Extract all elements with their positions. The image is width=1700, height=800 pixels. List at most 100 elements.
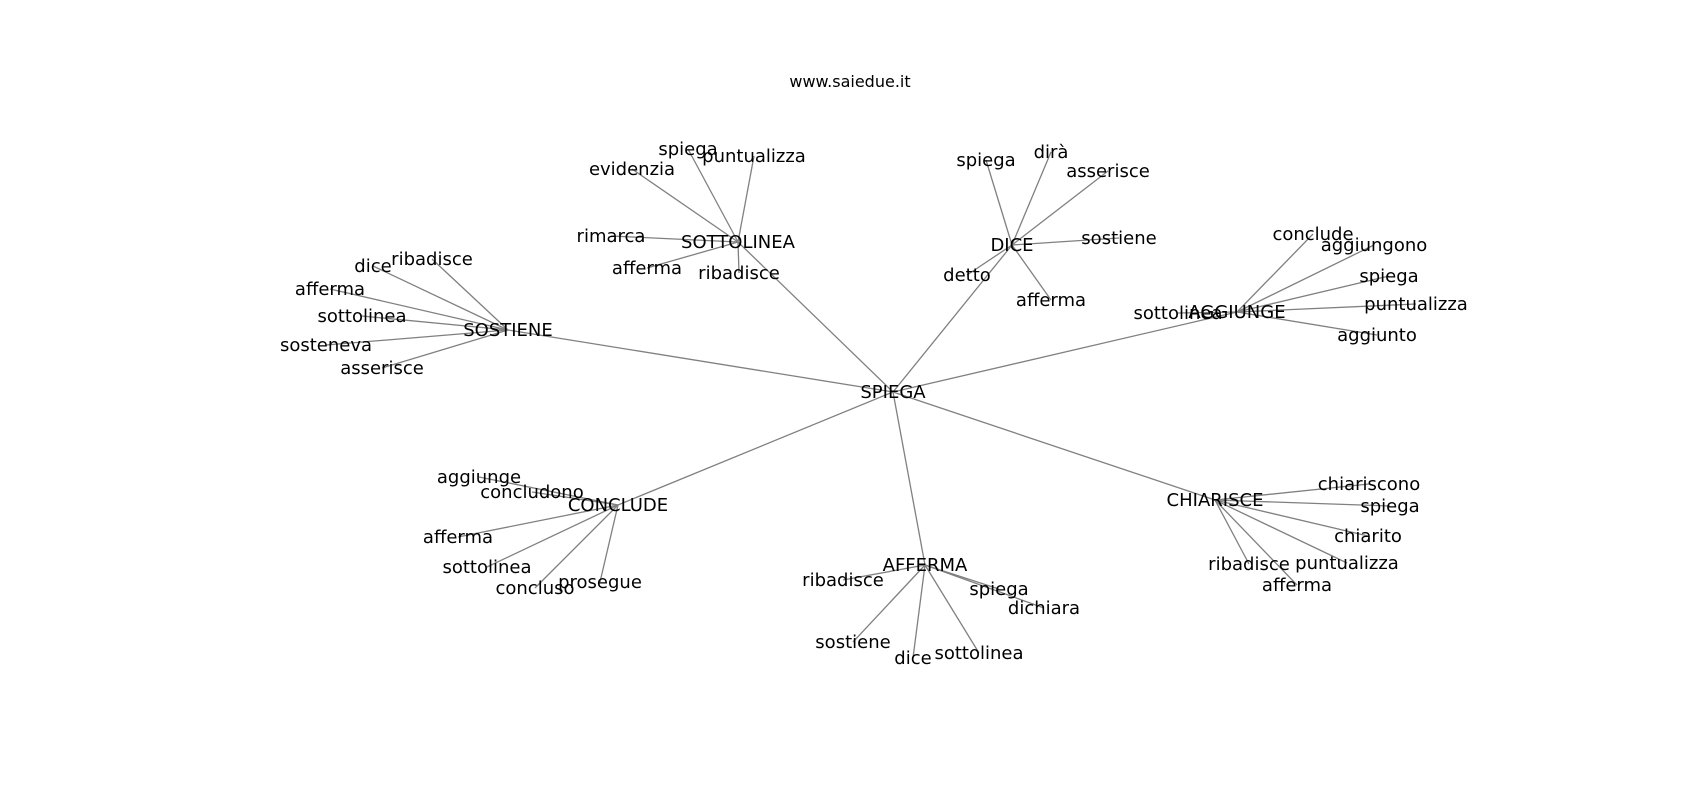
edge-aggiunge-2 — [1236, 275, 1390, 313]
edge-sottolinea-5 — [737, 241, 740, 274]
node-leaf-conclude-3: sottolinea — [442, 557, 531, 578]
edge-conclude-3 — [486, 504, 619, 568]
node-hub-afferma: AFFERMA — [883, 555, 968, 576]
node-leaf-sottolinea-1: puntualizza — [702, 146, 806, 167]
node-leaf-sottolinea-3: rimarca — [577, 226, 646, 247]
node-leaf-conclude-2: afferma — [423, 527, 493, 548]
node-leaf-sostiene-5: asserisce — [340, 358, 424, 379]
node-leaf-dice-0: spiega — [956, 150, 1015, 171]
edge-sottolinea-3 — [610, 235, 739, 243]
edge-sottolinea-0 — [687, 148, 739, 243]
labels-layer: SPIEGASOTTOLINEAspiegapuntualizzaevidenz… — [280, 139, 1468, 669]
edge-conclude-4 — [534, 504, 619, 589]
node-leaf-conclude-1: concludono — [480, 482, 583, 503]
edge-dice-3 — [1011, 237, 1120, 246]
node-leaf-sostiene-2: afferma — [295, 279, 365, 300]
edge-root-afferma — [892, 391, 926, 566]
node-root: SPIEGA — [860, 382, 926, 403]
node-leaf-aggiunge-0: conclude — [1272, 224, 1353, 245]
edge-sostiene-0 — [372, 265, 509, 331]
edge-conclude-1 — [531, 491, 619, 506]
edge-chiarisce-2 — [1214, 499, 1369, 537]
edge-chiarisce-5 — [1214, 499, 1298, 586]
edge-root-chiarisce — [892, 391, 1216, 501]
node-leaf-chiarisce-4: puntualizza — [1295, 553, 1399, 574]
node-leaf-conclude-5: prosegue — [558, 572, 642, 593]
edge-aggiunge-4 — [1177, 311, 1238, 314]
edge-sostiene-1 — [431, 258, 509, 331]
edge-sostiene-2 — [329, 288, 509, 331]
edge-conclude-0 — [478, 476, 619, 506]
edge-afferma-5 — [924, 564, 980, 654]
node-leaf-dice-2: asserisce — [1066, 161, 1150, 182]
node-leaf-conclude-4: concluso — [495, 578, 574, 599]
edge-conclude-5 — [599, 504, 619, 583]
node-hub-sottolinea: SOTTOLINEA — [681, 232, 796, 253]
node-hub-chiarisce: CHIARISCE — [1167, 490, 1264, 511]
node-leaf-chiarisce-2: chiarito — [1334, 526, 1402, 547]
node-leaf-aggiunge-1: aggiungono — [1321, 235, 1428, 256]
node-leaf-afferma-1: spiega — [969, 579, 1028, 600]
node-hub-dice: DICE — [990, 235, 1033, 256]
edge-chiarisce-1 — [1214, 499, 1391, 507]
edge-root-aggiunge — [892, 311, 1238, 393]
node-leaf-dice-3: sostiene — [1081, 228, 1156, 249]
graph-title: www.saiedue.it — [789, 72, 910, 91]
edge-afferma-2 — [924, 564, 1045, 609]
node-leaf-chiarisce-3: ribadisce — [1208, 554, 1290, 575]
edge-conclude-2 — [457, 504, 619, 538]
edge-chiarisce-0 — [1214, 483, 1370, 501]
node-leaf-afferma-2: dichiara — [1008, 598, 1080, 619]
edge-sottolinea-1 — [737, 155, 755, 243]
node-leaf-sottolinea-0: spiega — [658, 139, 717, 160]
edge-afferma-3 — [852, 564, 926, 643]
edge-sostiene-5 — [381, 329, 509, 369]
node-leaf-sostiene-3: sottolinea — [317, 306, 406, 327]
edge-sottolinea-4 — [646, 241, 739, 269]
node-leaf-aggiunge-4: sottolinea — [1133, 303, 1222, 324]
edge-dice-5 — [1011, 244, 1052, 301]
node-leaf-sottolinea-2: evidenzia — [589, 159, 675, 180]
node-leaf-sottolinea-4: afferma — [612, 258, 682, 279]
edge-dice-0 — [985, 159, 1013, 246]
node-leaf-aggiunge-3: puntualizza — [1364, 294, 1468, 315]
edge-sostiene-4 — [325, 329, 509, 346]
node-leaf-afferma-4: dice — [894, 648, 931, 669]
node-leaf-dice-5: afferma — [1016, 290, 1086, 311]
edge-root-sostiene — [507, 329, 894, 393]
node-hub-aggiunge: AGGIUNGE — [1188, 302, 1285, 323]
edge-dice-4 — [966, 244, 1013, 276]
edge-chiarisce-4 — [1214, 499, 1348, 564]
node-leaf-aggiunge-2: spiega — [1359, 266, 1418, 287]
node-leaf-sostiene-4: sosteneva — [280, 335, 372, 356]
node-leaf-conclude-0: aggiunge — [437, 467, 521, 488]
node-leaf-afferma-0: ribadisce — [802, 570, 884, 591]
edge-chiarisce-3 — [1214, 499, 1250, 565]
node-leaf-sostiene-1: ribadisce — [391, 249, 473, 270]
node-leaf-afferma-3: sostiene — [815, 632, 890, 653]
edge-dice-2 — [1011, 170, 1109, 246]
node-hub-conclude: CONCLUDE — [568, 495, 668, 516]
edge-aggiunge-0 — [1236, 233, 1314, 313]
edges-layer — [325, 148, 1417, 659]
node-leaf-chiarisce-0: chiariscono — [1318, 474, 1420, 495]
edge-root-sottolinea — [737, 241, 894, 393]
node-hub-sostiene: SOSTIENE — [463, 320, 553, 341]
edge-sostiene-3 — [361, 315, 509, 331]
node-leaf-sostiene-0: dice — [354, 256, 391, 277]
edge-aggiunge-3 — [1236, 303, 1417, 313]
node-leaf-chiarisce-1: spiega — [1360, 496, 1419, 517]
node-leaf-dice-1: dirà — [1034, 142, 1069, 163]
edge-aggiunge-5 — [1236, 311, 1378, 336]
edge-afferma-0 — [842, 564, 926, 581]
node-leaf-aggiunge-5: aggiunto — [1337, 325, 1417, 346]
edge-aggiunge-1 — [1236, 244, 1375, 313]
node-leaf-sottolinea-5: ribadisce — [698, 263, 780, 284]
edge-root-conclude — [617, 391, 894, 506]
edge-root-dice — [892, 244, 1013, 393]
node-leaf-chiarisce-5: afferma — [1262, 575, 1332, 596]
edge-dice-1 — [1011, 151, 1052, 246]
edge-sottolinea-2 — [631, 168, 739, 243]
node-leaf-afferma-5: sottolinea — [934, 643, 1023, 664]
